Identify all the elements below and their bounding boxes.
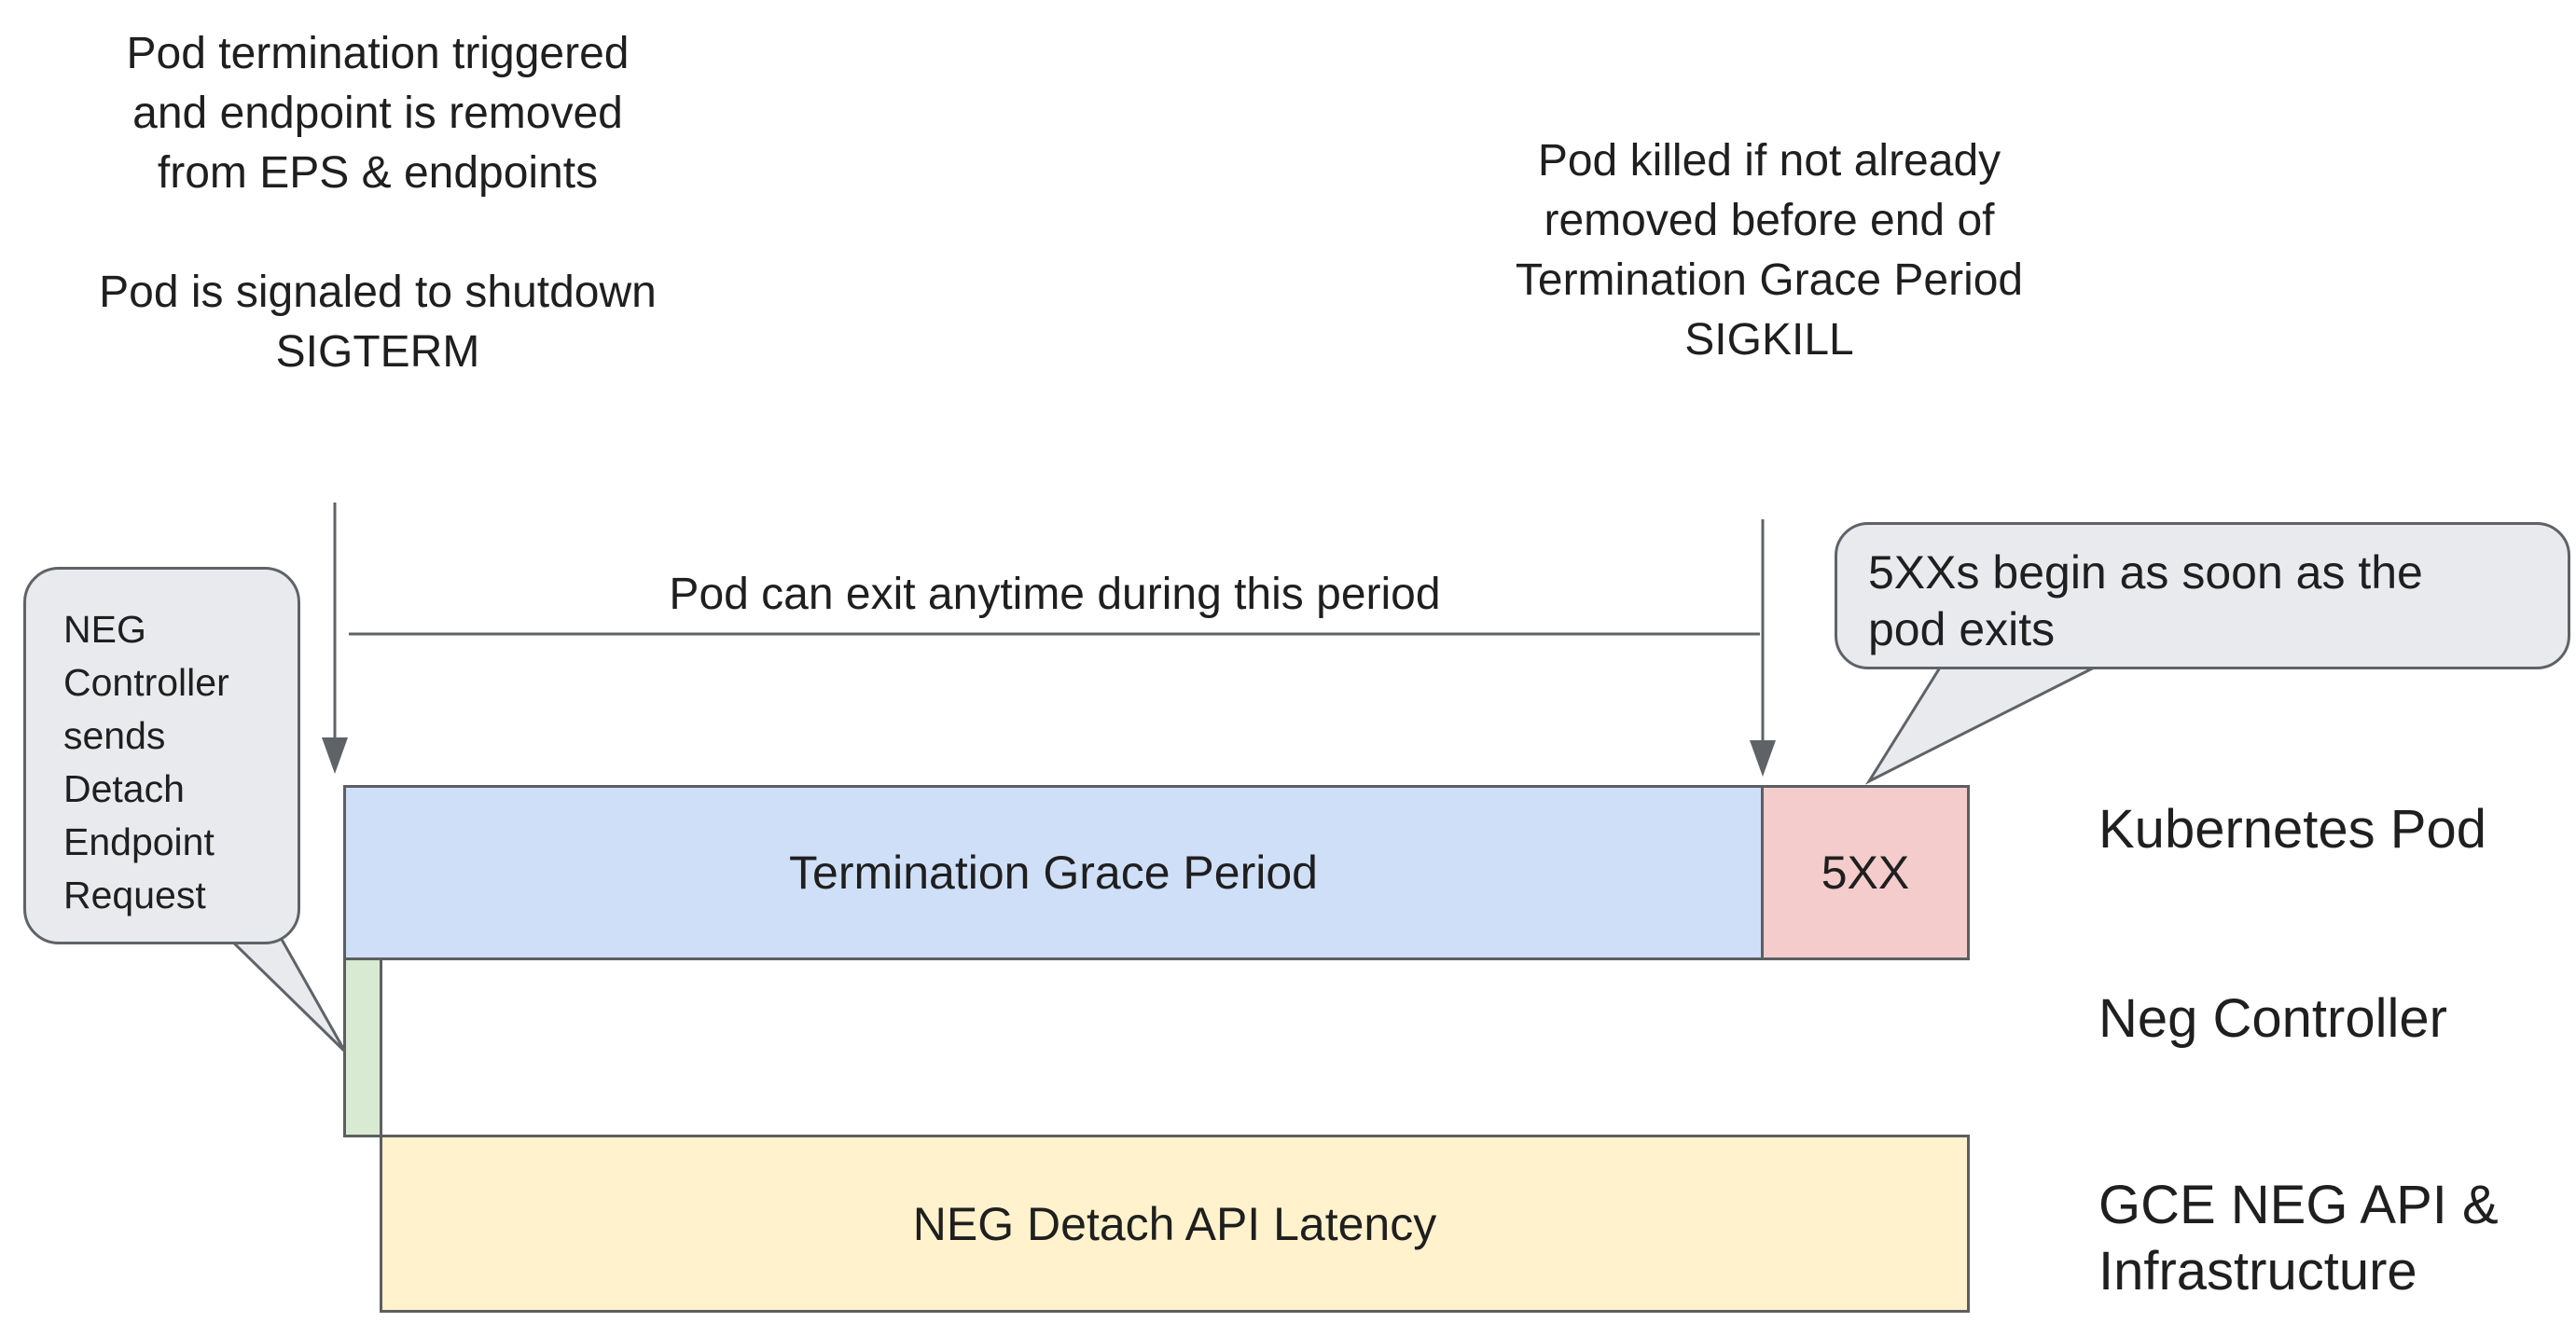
- callout-line: Request: [63, 874, 206, 916]
- bar-neg-detach-request: [343, 957, 382, 1137]
- note-line: SIGKILL: [1684, 315, 1854, 365]
- callout-5xx-begin: 5XXs begin as soon as the pod exits: [1835, 522, 2570, 669]
- note-line: Pod termination triggered: [126, 29, 630, 78]
- row-label-line: Kubernetes Pod: [2098, 799, 2486, 860]
- callout-line: 5XXs begin as soon as the: [1868, 546, 2423, 599]
- bar-termination-grace-period: Termination Grace Period: [343, 785, 1764, 960]
- bar-5xx-label: 5XX: [1821, 847, 1910, 899]
- row-label-line: Neg Controller: [2098, 988, 2447, 1049]
- note-pod-termination: Pod termination triggered and endpoint i…: [51, 24, 704, 203]
- arrow-down-icon: [322, 737, 348, 774]
- callout-line: Controller: [63, 661, 229, 704]
- note-sigkill: Pod killed if not already removed before…: [1396, 131, 2142, 370]
- callout-line: Detach: [63, 767, 185, 810]
- note-sigterm: Pod is signaled to shutdown SIGTERM: [51, 263, 704, 382]
- callout-line: Endpoint: [63, 820, 215, 863]
- note-line: Pod killed if not already: [1537, 136, 2001, 186]
- bar-neg-detach-api-latency: NEG Detach API Latency: [380, 1135, 1970, 1313]
- note-line: from EPS & endpoints: [157, 148, 599, 198]
- right-callout-tail: [1864, 651, 2125, 785]
- row-label-gce-neg-api: GCE NEG API & Infrastructure: [2098, 1172, 2499, 1304]
- row-label-kubernetes-pod: Kubernetes Pod: [2098, 797, 2486, 862]
- row-label-line: GCE NEG API &: [2098, 1175, 2499, 1235]
- callout-line: NEG: [63, 608, 146, 651]
- bar-5xx: 5XX: [1761, 785, 1970, 960]
- sigterm-arrow: [322, 503, 348, 774]
- callout-neg-controller: NEG Controller sends Detach Endpoint Req…: [23, 567, 300, 944]
- note-line: Termination Grace Period: [1515, 255, 2024, 305]
- row-label-neg-controller: Neg Controller: [2098, 986, 2447, 1052]
- bar-neg-detach-api-latency-label: NEG Detach API Latency: [912, 1197, 1437, 1250]
- note-line: removed before end of: [1544, 196, 1995, 245]
- note-line: Pod is signaled to shutdown: [99, 268, 657, 317]
- note-line: SIGTERM: [275, 327, 480, 377]
- arrow-down-icon: [1750, 740, 1776, 777]
- note-line: and endpoint is removed: [132, 89, 623, 138]
- callout-line: pod exits: [1868, 603, 2056, 655]
- row-label-line: Infrastructure: [2098, 1241, 2417, 1302]
- bar-termination-grace-period-label: Termination Grace Period: [789, 847, 1318, 899]
- sigkill-arrow: [1750, 519, 1776, 777]
- exit-window-label: Pod can exit anytime during this period: [669, 570, 1441, 619]
- callout-line: sends: [63, 714, 166, 757]
